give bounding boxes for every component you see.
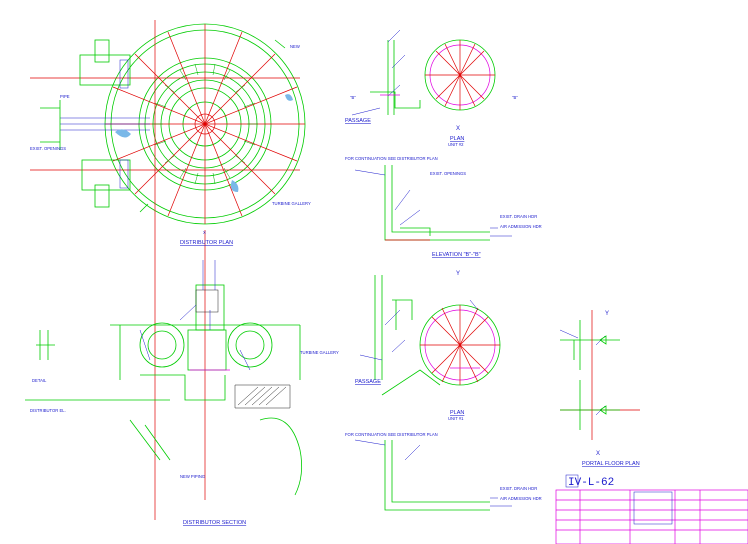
for-continuation-1: FOR CONTINUATION SEE DISTRIBUTOR PLAN [345,156,438,161]
lower-elevation-view: FOR CONTINUATION SEE DISTRIBUTOR PLAN EX… [345,432,542,511]
axis-x-portal: X [596,451,600,457]
for-continuation-2: FOR CONTINUATION SEE DISTRIBUTOR PLAN [345,432,438,437]
air-admission-hdr-1: AIR ADMISSION HDR [500,224,542,229]
detail-label: DETAIL [32,378,47,383]
exist-drain-hdr-1: EXIST. DRAIN HDR [500,214,537,219]
title-block: IV-L-62 [555,474,748,544]
axis-b-left-unit2: "B" [350,95,356,100]
exist-openings-note-1: EXIST. OPENINGS [30,146,66,151]
air-admission-hdr-2: AIR ADMISSION HDR [500,496,542,501]
exist-openings-note-2: EXIST. OPENINGS [430,171,466,176]
axis-y-unit1: Y [456,271,460,277]
new-pipe-note: PIPE [60,94,70,99]
distributor-section-title: DISTRIBUTOR SECTION [183,520,246,526]
plan-unit-2-title: PLAN [450,136,464,142]
plan-unit-1-view: Y PASSAGE PLAN UNIT #1 [355,271,501,421]
plan-unit-2-view: "B" "B" X PASSAGE PLAN UNIT #2 [345,29,518,147]
plan-unit-2-subtitle: UNIT #2 [448,142,464,147]
plan-unit-1-subtitle: UNIT #1 [448,416,464,421]
passage-label-top: PASSAGE [345,118,371,124]
turbine-gallery-note: TURBINE GALLERY [272,201,311,206]
axis-x-distributor: X [203,230,206,235]
turbine-gallery-note-2: TURBINE GALLERY [300,350,339,355]
distributor-el-note: DISTRIBUTOR EL. [30,408,66,413]
distributor-plan-title: DISTRIBUTOR PLAN [180,240,233,246]
sheet-number: IV-L-62 [568,477,614,489]
portal-floor-plan-view: Y X PORTAL FLOOR PLAN [559,310,640,467]
distributor-section-view: DETAIL DISTRIBUTOR EL. TURBINE GALLERY N… [25,260,339,526]
axis-y-portal: Y [605,311,609,317]
new-note-1: NEW [290,44,300,49]
distributor-plan-view: TURBINE GALLERY PIPE EXIST. OPENINGS NEW… [30,20,311,520]
exist-drain-hdr-2: EXIST. DRAIN HDR [500,486,537,491]
new-piping-note: NEW PIPING [180,474,205,479]
plan-unit-1-title: PLAN [450,410,464,416]
portal-floor-plan-title: PORTAL FLOOR PLAN [582,461,640,467]
axis-x-unit2: X [456,126,460,132]
axis-b-right-unit2: "B" [512,95,518,100]
elevation-title: ELEVATION "B"-"B" [432,252,481,258]
passage-label-mid: PASSAGE [355,379,381,385]
elevation-view: EXIST. DRAIN HDR AIR ADMISSION HDR FOR C… [345,156,542,258]
